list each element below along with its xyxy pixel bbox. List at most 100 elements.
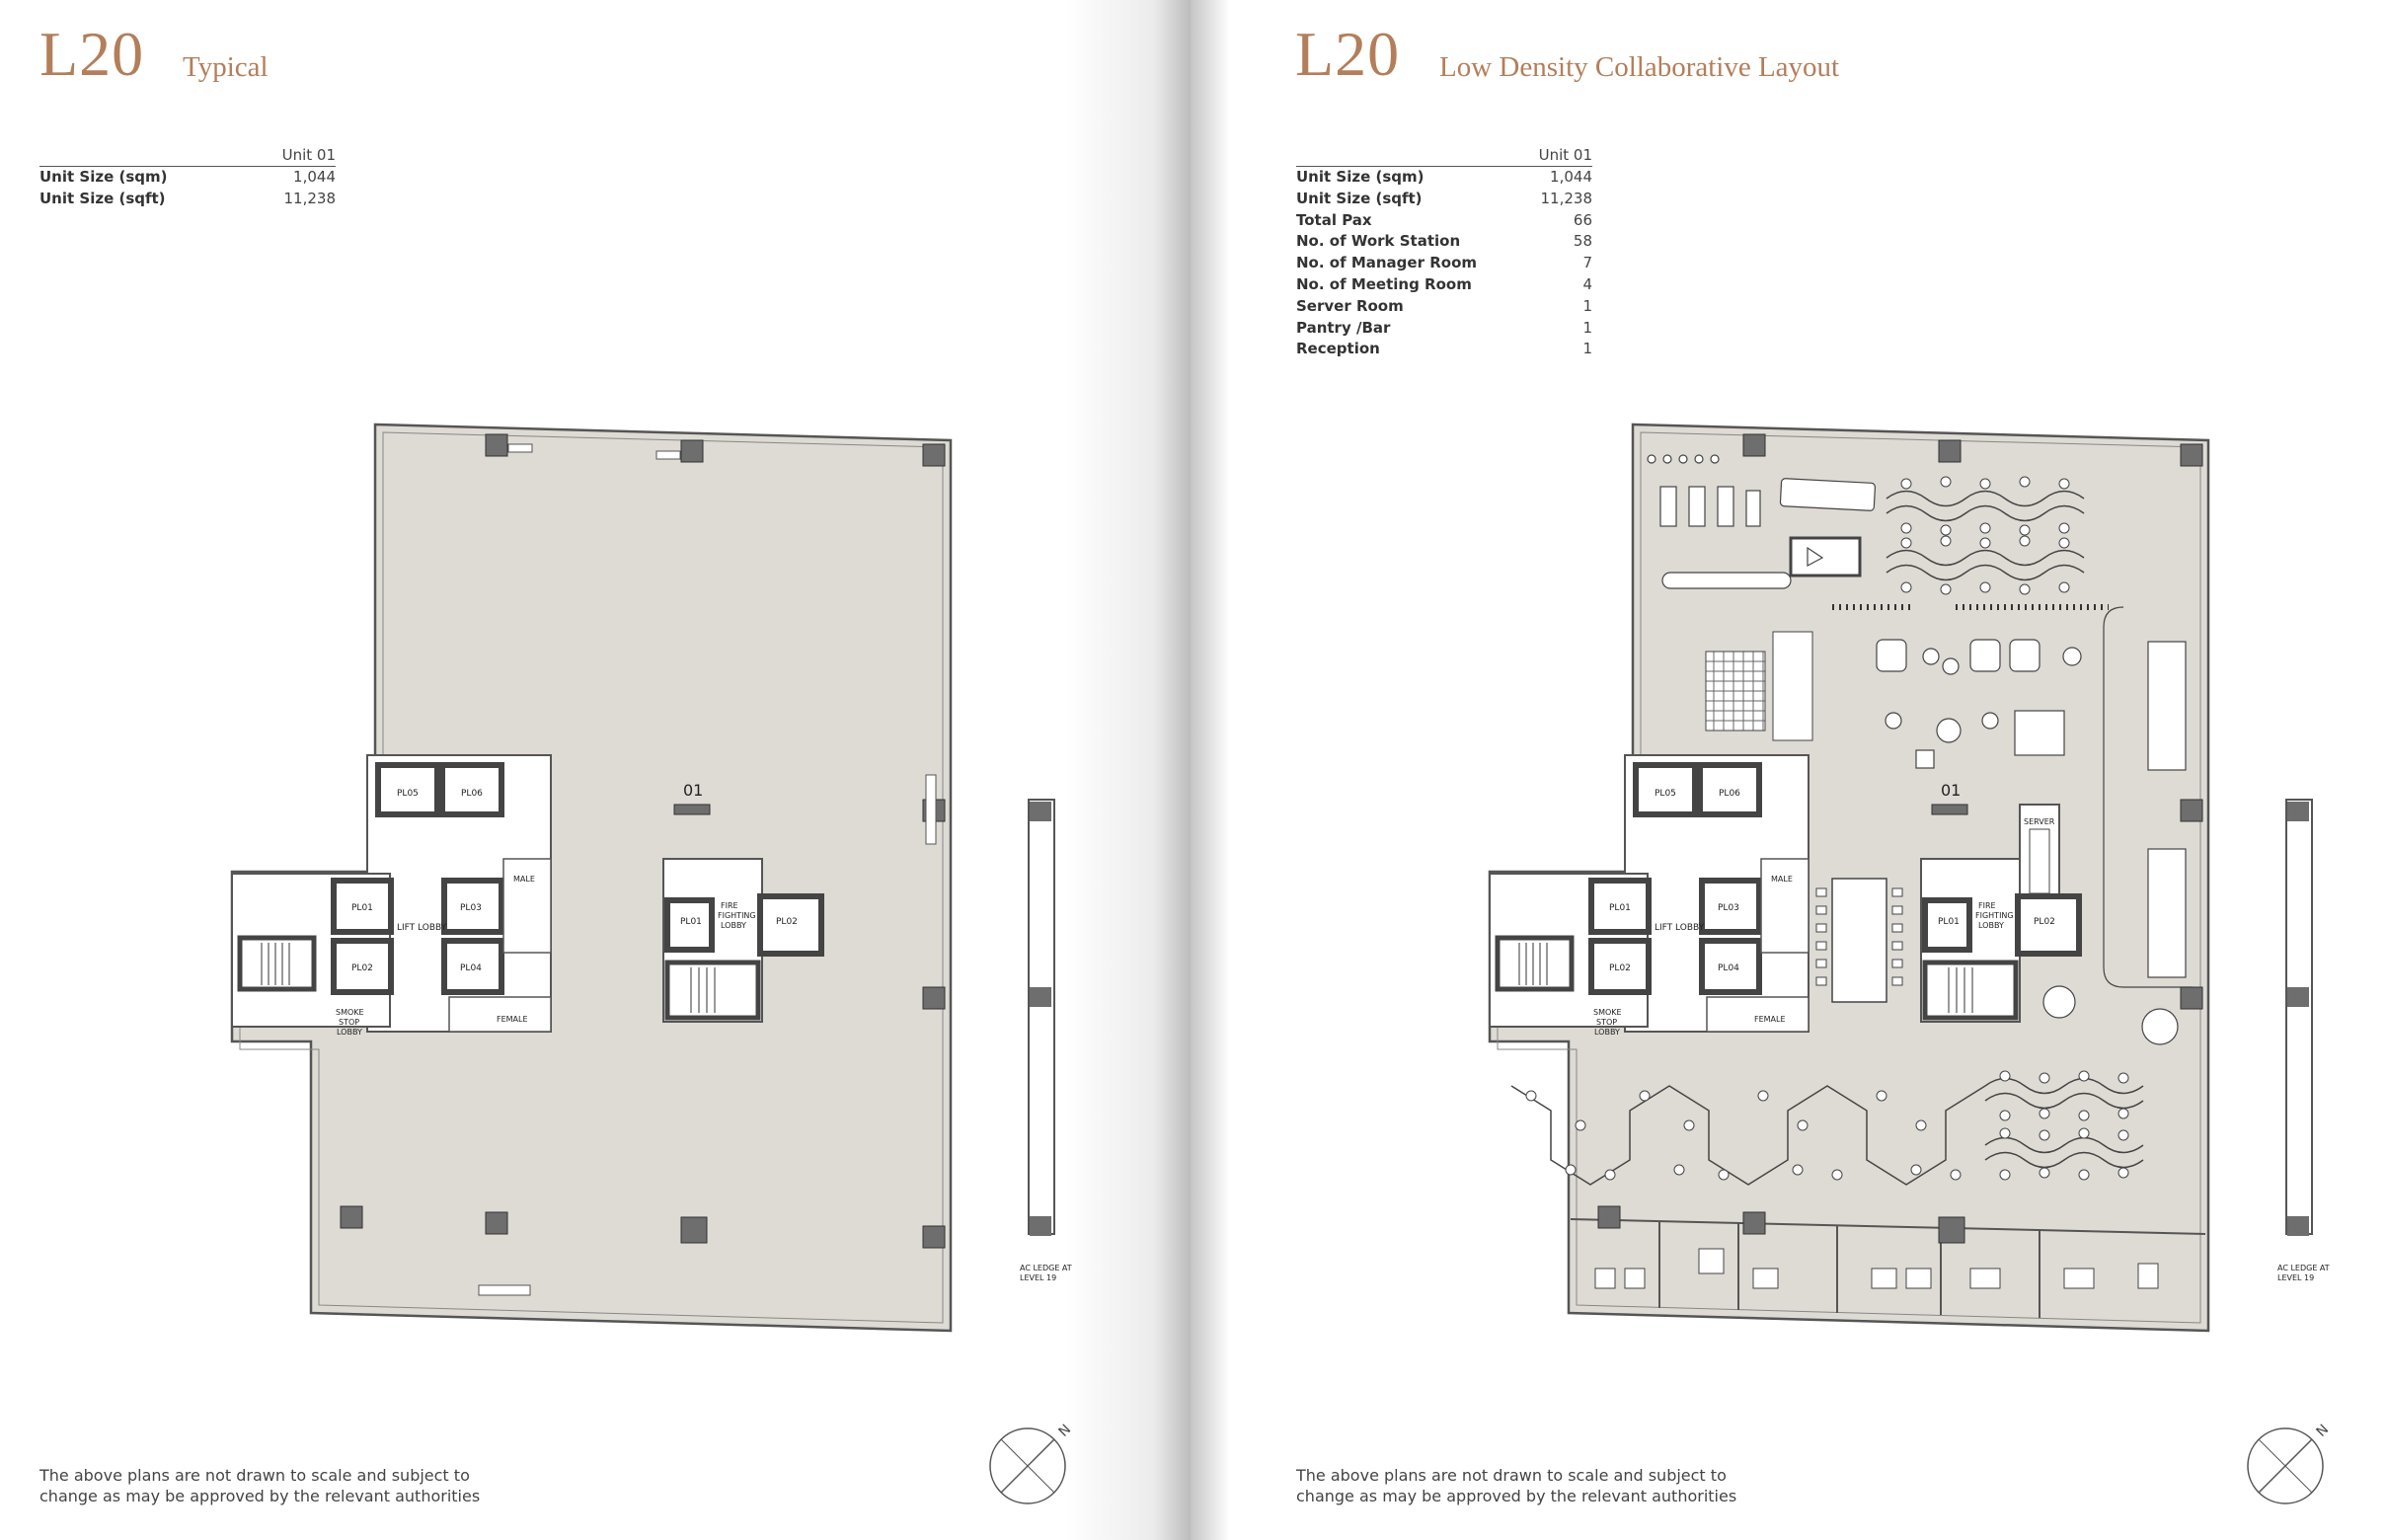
meeting-tables: [2042, 606, 2193, 1045]
disclaimer-line: The above plans are not drawn to scale a…: [39, 1466, 470, 1485]
spec-row: No. of Work Station 58: [1296, 231, 1592, 253]
lift-label: PL03: [460, 903, 482, 913]
stair: [1495, 935, 1575, 992]
spec-header: Unit 01: [1296, 146, 1592, 167]
lift-shaft: [441, 878, 504, 935]
columns: [1597, 433, 2203, 1244]
ac-ledge: [2285, 799, 2313, 1235]
lift-label: PL01: [680, 917, 702, 927]
spec-label: No. of Work Station: [1296, 232, 1461, 251]
spec-label: Unit Size (sqm): [39, 168, 168, 186]
lift-label: PL06: [461, 789, 483, 799]
vent: [507, 443, 533, 453]
lift-label: PL01: [1938, 917, 1960, 927]
lift-shaft: [1633, 762, 1698, 817]
layout-subtitle: Typical: [183, 51, 269, 83]
lounge-seating: [1876, 639, 2082, 769]
lift-label: PL05: [1655, 789, 1676, 799]
floor-plan-typical: 01 PL05 PL06 PL01 PL02 PL03 PL04 PL01 PL…: [230, 423, 1072, 1333]
lift-shaft: [331, 878, 394, 935]
lift-label: PL04: [460, 963, 482, 973]
server-label: SERVER: [2024, 817, 2055, 826]
disclaimer: The above plans are not drawn to scale a…: [39, 1465, 503, 1506]
smoke-lobby-label: STOP: [339, 1018, 359, 1027]
toilet-female: [1706, 996, 1810, 1033]
ac-ledge-label: LEVEL 19: [2277, 1273, 2314, 1282]
unit-label: 01: [1941, 781, 1961, 800]
stair-treads: [1518, 943, 1548, 985]
fire-lobby-label: FIRE: [721, 901, 738, 910]
lift-shaft: [664, 897, 715, 953]
female-label: FEMALE: [1754, 1015, 1786, 1024]
fire-lobby-label: LOBBY: [1978, 921, 2004, 930]
fire-lobby-label: FIGHTING: [718, 911, 756, 920]
chairs: [1900, 476, 2070, 595]
lift-shaft: [1588, 938, 1652, 995]
spec-row: Unit Size (sqft)11,238: [1296, 189, 1592, 210]
lounge-furniture: [1647, 454, 1877, 589]
smoke-lobby-label: LOBBY: [337, 1028, 362, 1037]
lift-label: PL01: [351, 903, 373, 913]
fire-lobby-label: FIRE: [1978, 901, 1996, 910]
stair: [237, 935, 317, 992]
disclaimer-line: change as may be approved by the relevan…: [1296, 1487, 1737, 1505]
lift-shaft: [1699, 938, 1762, 995]
ac-ledge-label: LEVEL 19: [1020, 1273, 1056, 1282]
lift-label: PL04: [1718, 963, 1739, 973]
ac-ledge-column: [2287, 1216, 2309, 1236]
vent: [655, 450, 681, 460]
ac-ledge-label: AC LEDGE AT: [1020, 1264, 1072, 1272]
lift-shaft: [1697, 762, 1762, 817]
spec-value: 58: [1573, 232, 1592, 251]
spec-table: Unit 01 Unit Size (sqm)1,044 Unit Size (…: [1296, 146, 1592, 360]
male-label: MALE: [513, 875, 535, 884]
stair-treads: [1948, 967, 1973, 1013]
spec-row: Unit Size (sqm)1,044: [1296, 167, 1592, 189]
lift-label: PL02: [1609, 963, 1631, 973]
lift-label: PL05: [397, 789, 419, 799]
lift-label: PL01: [1609, 903, 1631, 913]
ac-ledge-label: AC LEDGE AT: [2277, 1264, 2330, 1272]
left-page: L20 Typical Unit 01 Unit Size (sqm) 1,04…: [0, 0, 1191, 1540]
spec-row: Unit Size (sqm) 1,044: [39, 167, 336, 189]
disclaimer-line: change as may be approved by the relevan…: [39, 1487, 481, 1505]
server-room: [2019, 804, 2060, 904]
spec-label: No. of Manager Room: [1296, 254, 1478, 272]
lift-label: PL02: [351, 963, 373, 973]
spec-value: 1: [1582, 340, 1592, 358]
toilet-male: [502, 858, 552, 954]
layout-subtitle: Low Density Collaborative Layout: [1439, 51, 1840, 83]
window-panel: [925, 774, 937, 845]
vent: [478, 1284, 531, 1296]
ac-ledge: [1028, 799, 1055, 1235]
lift-shaft: [2015, 893, 2082, 957]
ac-ledge-column: [1030, 802, 1051, 821]
smoke-lobby-label: LOBBY: [1594, 1028, 1620, 1037]
spec-value: 66: [1573, 210, 1592, 229]
spec-label: Server Room: [1296, 296, 1404, 315]
boardroom-table: [1831, 878, 1887, 1003]
lift-label: PL02: [776, 917, 798, 927]
stair-treads: [690, 967, 716, 1013]
north-arrow-icon: N: [2247, 1422, 2332, 1504]
lift-lobby-label: LIFT LOBBY: [397, 923, 447, 933]
ac-ledge-column: [2287, 987, 2309, 1007]
chairs: [1815, 887, 1903, 986]
male-label: MALE: [1771, 875, 1793, 884]
spec-row: No. of Manager Room 7: [1296, 253, 1592, 274]
spec-label: Unit Size (sqft): [1296, 189, 1423, 207]
lift-shaft: [375, 762, 440, 817]
lift-label: PL06: [1719, 789, 1740, 799]
lift-shaft: [331, 938, 394, 995]
disclaimer: The above plans are not drawn to scale a…: [1296, 1465, 1760, 1506]
lift-shaft: [1588, 878, 1652, 935]
bleacher-seating: [1705, 631, 1813, 741]
spec-value: 7: [1582, 254, 1592, 272]
workstation-cluster: [1510, 1077, 2144, 1186]
spec-header: Unit 01: [39, 146, 336, 167]
unit-label: 01: [683, 781, 703, 800]
